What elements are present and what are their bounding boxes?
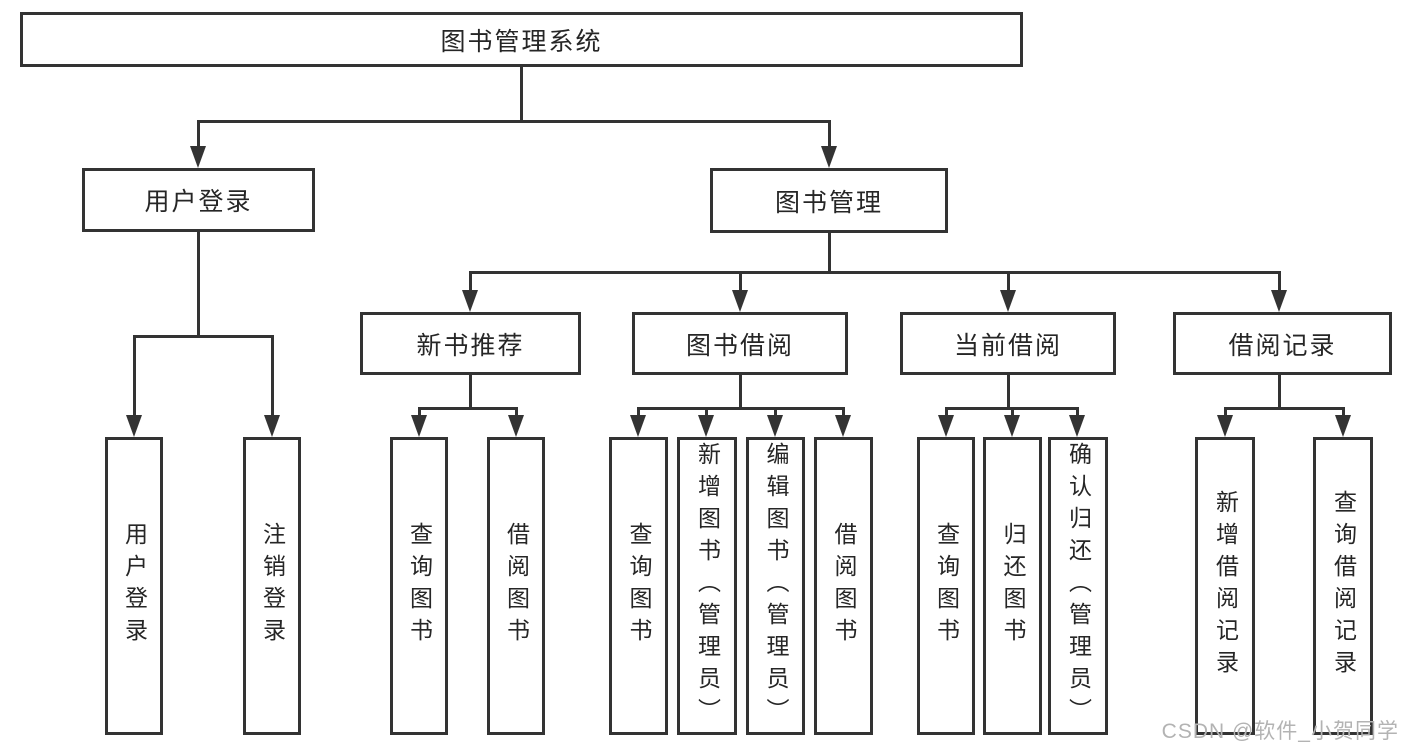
- leaf-edit-books-admin: 编辑图书（管理员）: [746, 437, 805, 735]
- connector-leaf: [705, 407, 708, 416]
- leaf-add-borrow-record: 新增借阅记录: [1195, 437, 1255, 735]
- arrowhead-leaf-icon: [1217, 415, 1233, 437]
- node-user-login: 用户登录: [82, 168, 315, 232]
- node-borrowing-records: 借阅记录: [1173, 312, 1392, 375]
- leaf-query-books-2: 查询图书: [609, 437, 668, 735]
- arrowhead-leaf-icon: [767, 415, 783, 437]
- connector-book-borrow-stem: [739, 375, 742, 407]
- arrowhead-leaf-icon: [698, 415, 714, 437]
- arrowhead-leaf-icon: [835, 415, 851, 437]
- leaf-add-books-admin-label: 新增图书（管理员）: [694, 442, 721, 730]
- node-new-book-recommend-label: 新书推荐: [416, 331, 525, 360]
- leaf-add-borrow-record-label: 新增借阅记录: [1212, 490, 1239, 682]
- connector-new-book-stem: [469, 375, 472, 407]
- connector-leaf: [637, 407, 640, 416]
- node-book-management: 图书管理: [710, 168, 948, 233]
- leaf-query-borrow-record-label: 查询借阅记录: [1330, 490, 1357, 682]
- arrowhead-book-borrow-icon: [732, 290, 748, 312]
- connector-leaf: [418, 407, 421, 416]
- node-user-login-label: 用户登录: [144, 188, 253, 216]
- leaf-edit-books-admin-label: 编辑图书（管理员）: [763, 442, 789, 730]
- leaf-borrow-books-1-label: 借阅图书: [503, 522, 530, 650]
- leaf-query-borrow-record: 查询借阅记录: [1313, 437, 1373, 735]
- arrowhead-leaf-icon: [938, 415, 954, 437]
- connector-level2-bar: [197, 120, 831, 123]
- arrowhead-leaf-icon: [630, 415, 646, 437]
- leaf-return-books-label: 归还图书: [1000, 522, 1026, 650]
- leaf-confirm-return-admin: 确认归还（管理员）: [1048, 437, 1108, 735]
- arrowhead-leaf-icon: [1004, 415, 1020, 437]
- connector-user-login-bar: [133, 335, 274, 338]
- connector-leaf: [1342, 407, 1345, 416]
- leaf-logout-label: 注销登录: [259, 522, 286, 650]
- leaf-borrow-books-2-label: 借阅图书: [831, 522, 857, 650]
- node-library-management-system: 图书管理系统: [20, 12, 1023, 67]
- connector-to-borrow-record: [1278, 271, 1281, 290]
- connector-borrow-record-bar: [1224, 407, 1344, 410]
- connector-leaf: [774, 407, 777, 416]
- arrowhead-new-book-icon: [462, 290, 478, 312]
- leaf-query-books-1-label: 查询图书: [406, 522, 433, 650]
- leaf-query-books-1: 查询图书: [390, 437, 448, 735]
- connector-user-login-stem: [197, 232, 200, 335]
- leaf-query-books-3-label: 查询图书: [933, 522, 960, 650]
- connector-to-current-borrow: [1007, 271, 1010, 290]
- arrowhead-user-login-icon: [190, 146, 206, 168]
- leaf-borrow-books-2: 借阅图书: [814, 437, 873, 735]
- node-current-borrowing-label: 当前借阅: [953, 331, 1062, 360]
- connector-leaf: [1076, 407, 1079, 416]
- connector-to-new-book: [469, 271, 472, 290]
- leaf-borrow-books-1: 借阅图书: [487, 437, 545, 735]
- node-borrowing-records-label: 借阅记录: [1228, 331, 1337, 360]
- connector-borrow-record-stem: [1278, 375, 1281, 407]
- connector-to-login-leaf: [133, 335, 136, 416]
- leaf-query-books-3: 查询图书: [917, 437, 975, 735]
- connector-to-user-login: [197, 120, 200, 148]
- connector-leaf: [515, 407, 518, 416]
- node-book-management-label: 图书管理: [774, 188, 883, 217]
- node-new-book-recommend: 新书推荐: [360, 312, 581, 375]
- leaf-query-books-2-label: 查询图书: [626, 522, 652, 650]
- arrowhead-leaf-icon: [508, 415, 524, 437]
- node-current-borrowing: 当前借阅: [900, 312, 1116, 375]
- arrowhead-leaf-icon: [1069, 415, 1085, 437]
- leaf-user-login: 用户登录: [105, 437, 163, 735]
- connector-to-logout-leaf: [271, 335, 274, 416]
- connector-leaf: [945, 407, 948, 416]
- leaf-add-books-admin: 新增图书（管理员）: [677, 437, 737, 735]
- connector-book-borrow-bar: [637, 407, 843, 410]
- arrowhead-leaf-icon: [1335, 415, 1351, 437]
- connector-leaf: [1011, 407, 1014, 416]
- csdn-watermark: CSDN @软件_小贺同学: [1161, 720, 1399, 743]
- node-book-borrowing-label: 图书借阅: [685, 331, 794, 360]
- leaf-logout: 注销登录: [243, 437, 301, 735]
- connector-new-book-bar: [418, 407, 518, 410]
- leaf-user-login-label: 用户登录: [121, 522, 148, 650]
- leaf-confirm-return-admin-label: 确认归还（管理员）: [1065, 442, 1092, 730]
- leaf-return-books: 归还图书: [983, 437, 1042, 735]
- connector-leaf: [842, 407, 845, 416]
- arrowhead-book-management-icon: [821, 146, 837, 168]
- node-book-borrowing: 图书借阅: [632, 312, 848, 375]
- connector-level3-bar: [469, 271, 1281, 274]
- arrowhead-borrow-record-icon: [1271, 290, 1287, 312]
- connector-current-borrow-stem: [1007, 375, 1010, 407]
- connector-book-management-stem: [828, 233, 831, 271]
- arrowhead-leaf-icon: [411, 415, 427, 437]
- arrowhead-logout-leaf-icon: [264, 415, 280, 437]
- arrowhead-login-leaf-icon: [126, 415, 142, 437]
- connector-to-book-borrow: [739, 271, 742, 290]
- node-library-management-system-label: 图书管理系统: [440, 27, 603, 56]
- arrowhead-current-borrow-icon: [1000, 290, 1016, 312]
- connector-to-book-management: [828, 120, 831, 148]
- connector-root-stem: [520, 67, 523, 120]
- connector-leaf: [1224, 407, 1227, 416]
